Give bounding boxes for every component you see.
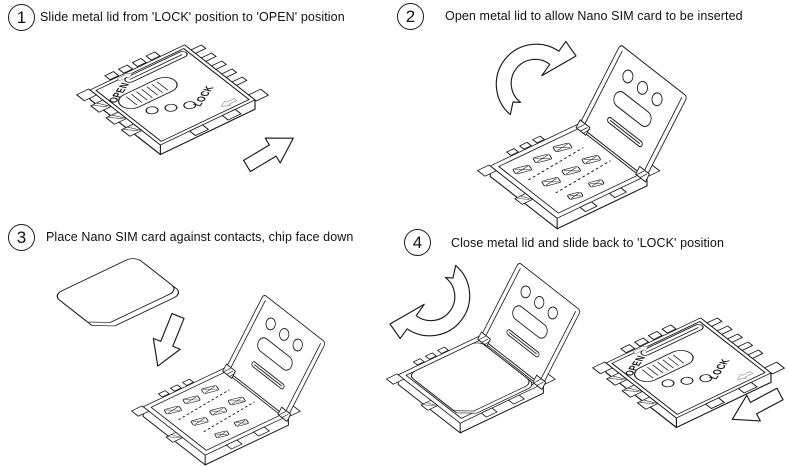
step1-caption: Slide metal lid from 'LOCK' position to … bbox=[40, 10, 345, 24]
step4-number: 4 bbox=[412, 233, 423, 252]
step2-caption: Open metal lid to allow Nano SIM card to… bbox=[445, 9, 743, 23]
step4-number-badge: 4 bbox=[404, 229, 431, 256]
step2-number: 2 bbox=[405, 7, 416, 26]
step1-number: 1 bbox=[16, 8, 27, 27]
slide-direction-arrow-icon bbox=[238, 125, 302, 180]
step1-number-badge: 1 bbox=[8, 4, 35, 31]
step3-number: 3 bbox=[16, 228, 27, 247]
step3-number-badge: 3 bbox=[8, 224, 35, 251]
step2-number-badge: 2 bbox=[397, 3, 424, 30]
lid-close-rotation-arrow-icon bbox=[389, 264, 471, 340]
step1-closed-connector: OPEN LOCK bbox=[72, 35, 273, 156]
step4-closed-connector: OPEN LOCK bbox=[588, 308, 789, 429]
nano-sim-card bbox=[52, 255, 184, 334]
step4-open-connector-with-card bbox=[382, 260, 583, 434]
step3-caption: Place Nano SIM card against contacts, ch… bbox=[46, 230, 354, 244]
lid-open-rotation-arrow-icon bbox=[495, 40, 577, 116]
step3-open-connector bbox=[127, 292, 328, 466]
insert-direction-arrow-icon bbox=[143, 309, 193, 373]
step4-caption: Close metal lid and slide back to 'LOCK'… bbox=[451, 236, 725, 250]
